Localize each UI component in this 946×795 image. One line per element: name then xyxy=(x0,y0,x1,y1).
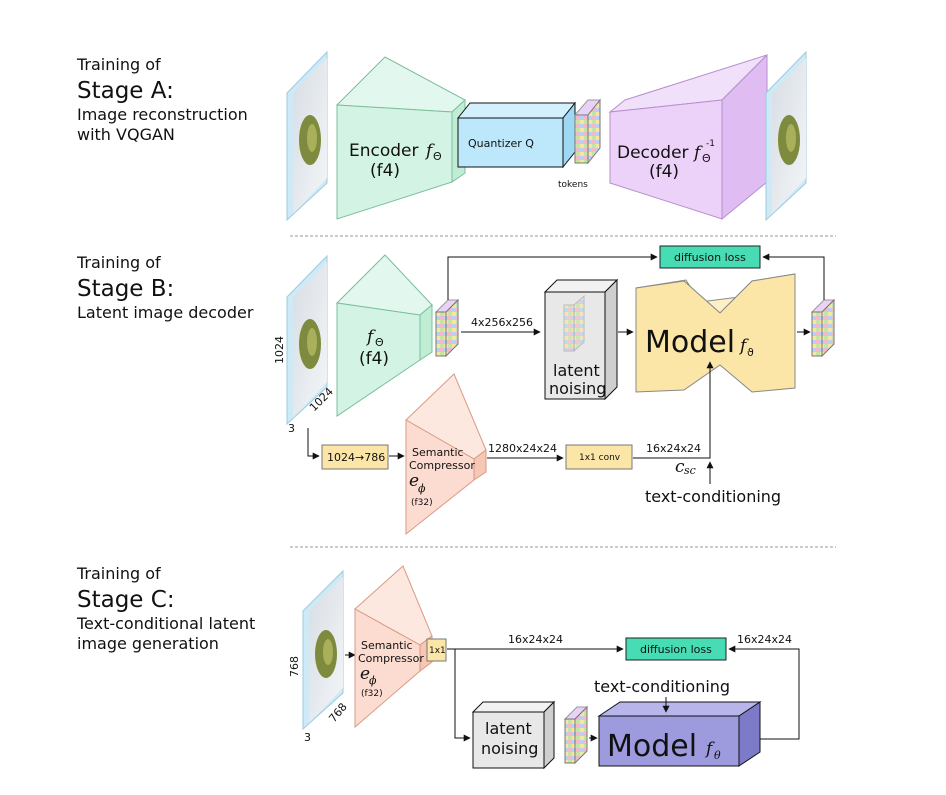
stage-c-diffusion-loss-label: diffusion loss xyxy=(640,643,712,656)
stage-b-compressor-sub: ϕ xyxy=(418,482,426,495)
stage-a-encoder-label: Encoder xyxy=(349,141,419,161)
stage-a-heading-big: Stage A: xyxy=(77,78,174,104)
stage-b-heading-big: Stage B: xyxy=(77,276,174,302)
stage-c-dim-side: 768 xyxy=(288,656,301,677)
stage-b-input-image: 1024 1024 3 xyxy=(273,254,336,435)
stage-a-decoder-symbol: f xyxy=(692,143,703,163)
stage-b-compressor-out: 1280x24x24 xyxy=(488,442,557,455)
stage-b-conv-label: 1x1 conv xyxy=(579,453,621,463)
stage-c-conv-box: 1x1 xyxy=(426,638,447,662)
stage-b-latent-size: 4x256x256 xyxy=(471,316,533,329)
stage-b-compressor-line2: Compressor xyxy=(409,459,475,472)
stage-b-encoder-sub: Θ xyxy=(375,336,384,349)
stage-b-compressor-line1: Semantic xyxy=(412,446,464,459)
stage-b-compressor-f32: (f32) xyxy=(411,498,433,508)
stage-c-latent-noising: latent noising xyxy=(471,700,556,770)
stage-b-latent-noising: latent noising xyxy=(543,278,619,401)
stage-c-model-label: Model xyxy=(607,729,697,764)
stage-c-heading-small: Training of xyxy=(76,564,161,583)
stage-c-heading-big: Stage C: xyxy=(77,587,175,613)
stage-a-output-image xyxy=(765,50,807,222)
stage-a-decoder-label: Decoder xyxy=(617,143,689,163)
stage-c-diffusion-loss[interactable]: diffusion loss xyxy=(625,637,727,661)
stage-c-noising-line2: noising xyxy=(481,739,538,758)
stage-b-resize-box: 1024→786 xyxy=(321,444,389,470)
stage-c-compressor-symbol: e xyxy=(360,664,370,684)
stage-b-model-label: Model xyxy=(645,325,735,360)
stage-c-model-sub: θ xyxy=(714,749,721,762)
stage-a-encoder-sub: Θ xyxy=(433,150,442,163)
stage-b-model-symbol: f xyxy=(738,336,749,356)
stage-b-encoder-symbol: f xyxy=(365,327,376,347)
stage-b-encoder: f Θ (f4) xyxy=(335,254,433,417)
stage-c-latent-size-right: 16x24x24 xyxy=(737,633,792,646)
stage-a-encoder-f4: (f4) xyxy=(370,161,400,181)
stage-c-compressor-line1: Semantic xyxy=(361,639,413,652)
stage-a-decoder-sup: -1 xyxy=(706,139,715,149)
stage-a-desc-line2: with VQGAN xyxy=(77,125,175,144)
stage-c-compressor-line2: Compressor xyxy=(358,652,424,665)
stage-b-model-sub: ϑ xyxy=(747,346,754,359)
stage-b-loss-line-left xyxy=(447,253,658,300)
stage-a-encoder: Encoder f Θ (f4) xyxy=(335,56,466,220)
stage-b-desc-line1: Latent image decoder xyxy=(77,303,254,322)
stage-c-model: Model f θ xyxy=(597,701,762,767)
stage-c-conv-label: 1x1 xyxy=(429,646,446,656)
stage-c-compressor-f32: (f32) xyxy=(361,689,383,699)
stage-b-compressor-symbol: e xyxy=(409,471,419,491)
stage-b-resize-label: 1024→786 xyxy=(327,451,385,464)
stage-b-arrow-to-resize xyxy=(307,428,320,460)
stage-b-conv-box: 1x1 conv xyxy=(565,444,633,470)
stage-b-output-cube xyxy=(810,298,836,358)
stage-c-arrow-to-noising xyxy=(454,649,471,742)
stage-b-model: Model f ϑ xyxy=(635,273,796,393)
stage-a-tokens-cube: tokens xyxy=(558,98,602,190)
stage-c-compressor-sub: ϕ xyxy=(369,674,377,687)
stage-b-noising-line1: latent xyxy=(553,361,600,380)
stage-b-conv-out: 16x24x24 xyxy=(646,442,701,455)
stage-b-noising-line2: noising xyxy=(549,379,606,398)
stage-b-csc-sub: sc xyxy=(684,464,696,477)
stage-a-encoder-symbol: f xyxy=(424,141,435,161)
stage-c-loss-line-right xyxy=(728,645,800,740)
stage-b-dim-channels: 3 xyxy=(288,422,295,435)
stage-b-heading-small: Training of xyxy=(76,253,161,272)
stage-a-decoder-f4: (f4) xyxy=(649,162,679,182)
stage-b-text-conditioning: text-conditioning xyxy=(645,487,781,506)
stage-a-section: Training of Stage A: Image reconstructio… xyxy=(76,50,807,222)
stage-b-section: Training of Stage B: Latent image decode… xyxy=(76,245,836,536)
stage-c-latent-cube xyxy=(563,705,589,765)
stage-c-latent-size-top: 16x24x24 xyxy=(508,633,563,646)
stage-b-dim-side: 1024 xyxy=(273,336,286,364)
stage-a-quantizer-label: Quantizer Q xyxy=(468,137,534,150)
stage-a-heading-small: Training of xyxy=(76,55,161,74)
stage-a-tokens-label: tokens xyxy=(558,180,588,190)
stage-a-decoder-sub: Θ xyxy=(702,152,711,165)
stage-c-noising-line1: latent xyxy=(485,719,532,738)
stage-c-section: Training of Stage C: Text-conditional la… xyxy=(76,564,800,770)
stage-c-dim-channels: 3 xyxy=(304,731,311,744)
stage-b-latent-cube xyxy=(434,298,460,358)
stage-b-semantic-compressor: Semantic Compressor e ϕ (f32) xyxy=(405,373,487,536)
stage-b-encoder-f4: (f4) xyxy=(359,349,389,369)
stage-c-text-conditioning: text-conditioning xyxy=(594,677,730,696)
stage-c-semantic-compressor: Semantic Compressor e ϕ (f32) xyxy=(354,565,433,729)
stage-c-model-symbol: f xyxy=(704,739,715,759)
stage-c-input-image: 768 768 3 xyxy=(288,569,350,744)
stage-b-diffusion-loss-label: diffusion loss xyxy=(674,251,746,264)
stage-b-csc-symbol: c xyxy=(675,457,685,477)
stage-a-quantizer: Quantizer Q xyxy=(456,101,577,169)
stage-a-desc-line1: Image reconstruction xyxy=(77,105,248,124)
stage-b-diffusion-loss[interactable]: diffusion loss xyxy=(659,245,761,269)
stage-c-desc-line1: Text-conditional latent xyxy=(76,614,255,633)
stage-a-input-image xyxy=(286,50,328,222)
stage-b-loss-line-right xyxy=(762,253,825,300)
stage-a-decoder: Decoder f Θ -1 (f4) xyxy=(608,53,768,221)
stage-b-arrow-conv-model xyxy=(633,361,714,459)
stage-c-desc-line2: image generation xyxy=(77,634,219,653)
